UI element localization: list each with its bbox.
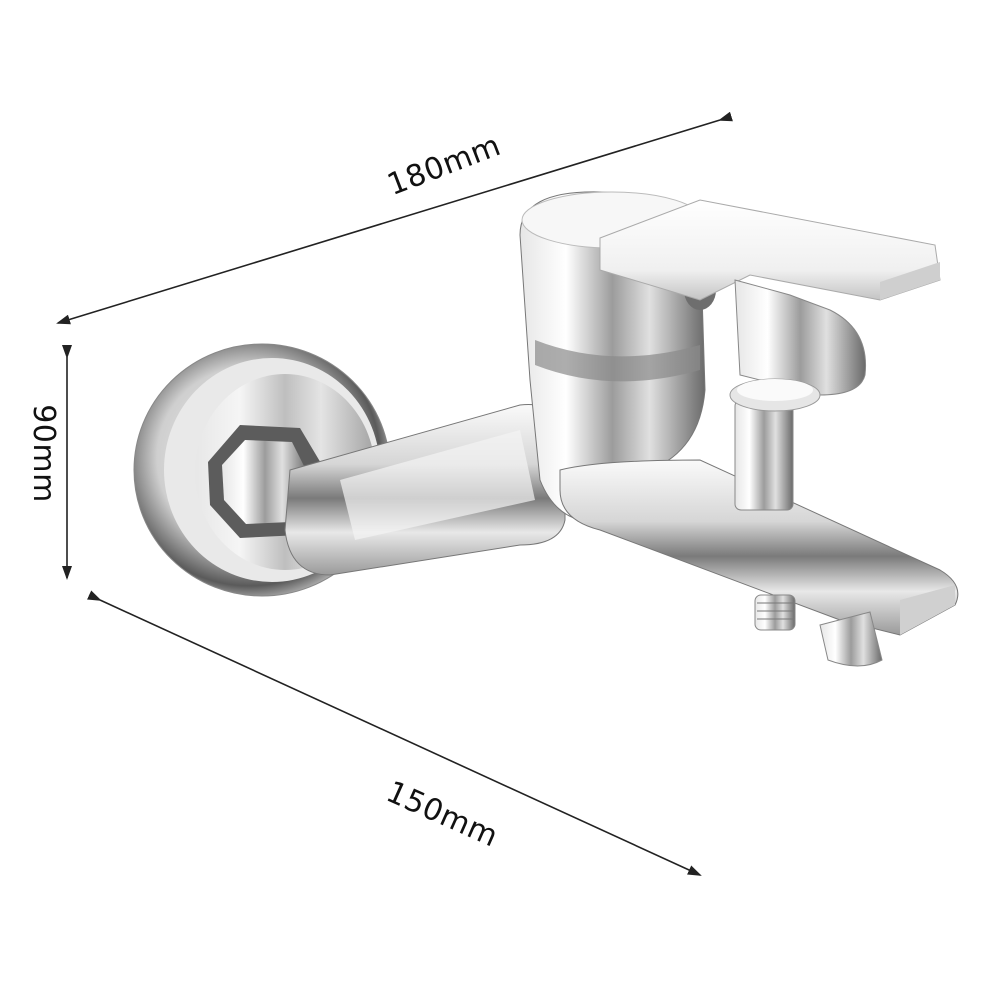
height-dimension-label: 90mm [25, 404, 61, 503]
diverter-knob [729, 378, 821, 511]
width-dimension-line [56, 111, 733, 325]
diverter-housing [734, 279, 867, 396]
spout [559, 459, 959, 667]
inlet-arm [284, 403, 566, 576]
shower-outlet-connector [754, 594, 796, 631]
lever-handle [599, 199, 941, 301]
depth-dimension-line [87, 590, 702, 876]
